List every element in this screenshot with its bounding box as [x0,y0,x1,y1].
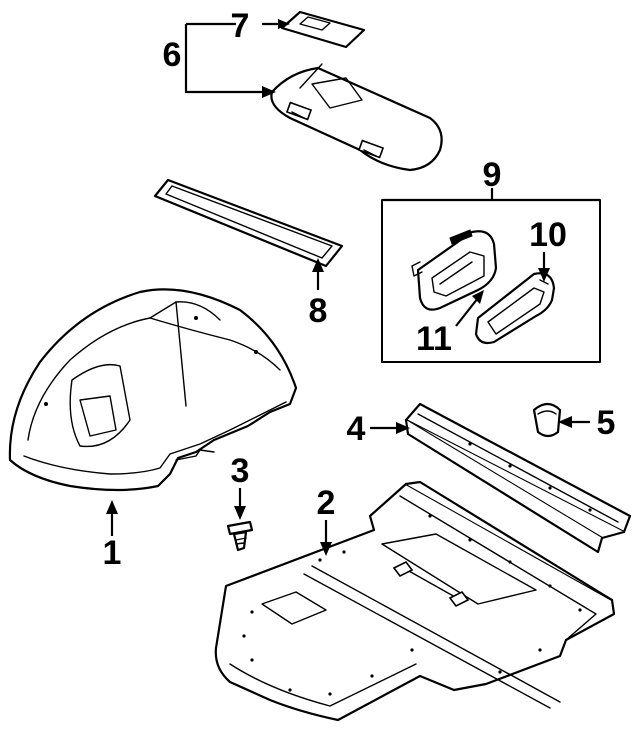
part-3-clip [226,520,254,552]
callout-6: 6 [163,36,182,74]
callout-2: 2 [317,484,336,522]
callout-9: 9 [483,156,502,194]
callout-7: 7 [231,7,250,45]
part-6-sun-visor [270,63,443,172]
callout-4: 4 [347,410,366,448]
callout-10: 10 [529,216,567,254]
callout-11: 11 [416,320,452,358]
part-10-lamp-lens [474,272,556,345]
callout-3: 3 [231,452,250,490]
part-9-lamp-assembly-box [381,198,601,363]
part-7-mirror-cover [280,10,366,49]
part-11-lamp-housing [411,229,498,311]
callout-1: 1 [103,534,122,572]
part-8-seal-frame [153,178,344,268]
part-2-roof-panel [214,480,616,722]
leader-lines [106,19,590,556]
callout-5: 5 [597,404,616,442]
callout-8: 8 [309,292,328,330]
part-1-headliner [8,288,298,492]
part-5-plug [532,402,562,438]
